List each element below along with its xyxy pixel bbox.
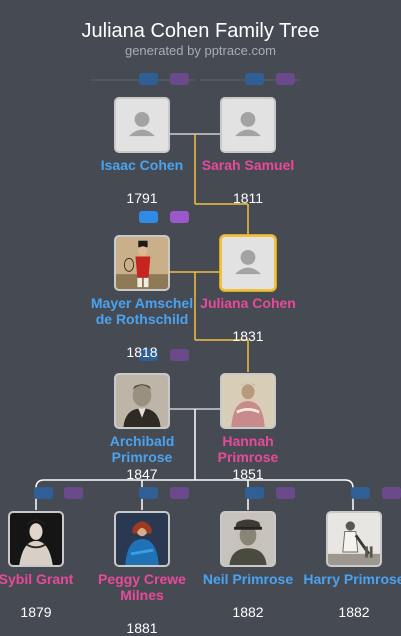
expand-child-button[interactable] (34, 487, 53, 499)
expand-child-button[interactable] (170, 487, 189, 499)
person-year: 1882 (338, 604, 370, 620)
person-year: 1831 (232, 328, 264, 344)
expand-father-button[interactable] (139, 349, 158, 361)
portrait-image (222, 375, 274, 427)
person-card-sybil[interactable] (8, 511, 64, 567)
person-card-mayer[interactable] (114, 235, 170, 291)
person-name[interactable]: Juliana Cohen (200, 295, 296, 311)
portrait-image (222, 513, 274, 565)
person-card-hannah[interactable] (220, 373, 276, 429)
person-card-harry[interactable] (326, 511, 382, 567)
person-name[interactable]: Harry Primrose (303, 571, 401, 587)
expand-child-button[interactable] (64, 487, 83, 499)
portrait-image (116, 237, 168, 289)
portrait-image (116, 375, 168, 427)
expand-father-button[interactable] (245, 73, 264, 85)
expand-mother-button[interactable] (170, 211, 189, 223)
tree-subtitle: generated by pptrace.com (124, 43, 277, 58)
person-card-isaac[interactable] (114, 97, 170, 153)
person-name[interactable]: Archibald Primrose (109, 433, 175, 465)
portrait-image (10, 513, 62, 565)
person-year: 1847 (126, 466, 158, 482)
person-name[interactable]: Mayer Amschel de Rothschild (90, 295, 194, 327)
person-name[interactable]: Hannah Primrose (217, 433, 279, 465)
person-card-archibald[interactable] (114, 373, 170, 429)
person-name[interactable]: Neil Primrose (202, 571, 294, 587)
expand-mother-button[interactable] (170, 73, 189, 85)
person-placeholder-icon (116, 99, 168, 151)
expand-child-button[interactable] (351, 487, 370, 499)
tree-title: Juliana Cohen Family Tree (81, 20, 320, 42)
person-card-peggy[interactable] (114, 511, 170, 567)
person-name[interactable]: Sybil Grant (0, 571, 74, 587)
person-year: 1791 (126, 190, 158, 206)
expand-mother-button[interactable] (170, 349, 189, 361)
expand-father-button[interactable] (139, 73, 158, 85)
person-year: 1811 (232, 190, 264, 206)
expand-child-button[interactable] (276, 487, 295, 499)
person-year: 1851 (232, 466, 264, 482)
person-card-neil[interactable] (220, 511, 276, 567)
person-year: 1879 (20, 604, 52, 620)
person-placeholder-icon (222, 99, 274, 151)
person-name[interactable]: Isaac Cohen (100, 157, 184, 173)
person-name[interactable]: Sarah Samuel (201, 157, 295, 173)
person-name[interactable]: Peggy Crewe Milnes (98, 571, 186, 603)
person-year: 1818 (126, 344, 158, 360)
person-year: 1881 (126, 620, 158, 636)
portrait-image (328, 513, 380, 565)
expand-child-button[interactable] (139, 487, 158, 499)
expand-child-button[interactable] (382, 487, 401, 499)
expand-mother-button[interactable] (276, 73, 295, 85)
person-placeholder-icon (222, 237, 274, 289)
person-card-sarah[interactable] (220, 97, 276, 153)
expand-child-button[interactable] (245, 487, 264, 499)
person-year: 1882 (232, 604, 264, 620)
person-card-juliana[interactable] (220, 235, 276, 291)
expand-father-button[interactable] (139, 211, 158, 223)
portrait-image (116, 513, 168, 565)
